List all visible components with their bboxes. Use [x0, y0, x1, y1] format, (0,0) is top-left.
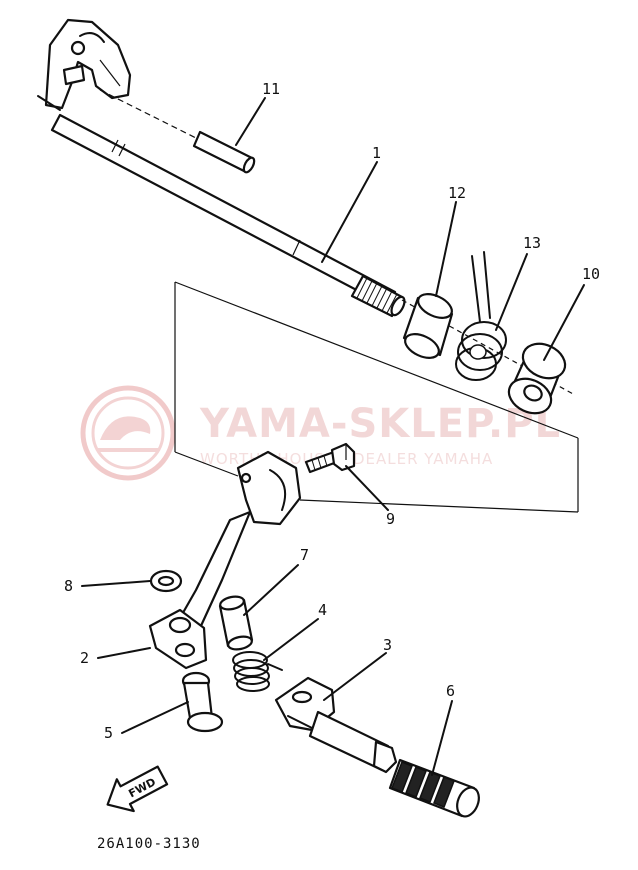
- shift-lever-part-3: [274, 676, 398, 774]
- spring-part-4: [232, 651, 283, 692]
- callout-3: 3: [383, 636, 392, 654]
- collar-part-12: [402, 293, 454, 359]
- watermark-logo-icon: [80, 385, 176, 481]
- oil-seal-part-10: [507, 342, 567, 415]
- callout-5: 5: [104, 724, 113, 742]
- washer-part-8: [149, 569, 183, 593]
- watermark-title: YAMA-SKLEP.PL: [199, 401, 561, 447]
- callout-7: 7: [300, 546, 309, 564]
- pin-part-11: [192, 130, 256, 174]
- callout-8: 8: [64, 577, 73, 595]
- callout-labels: 11 1 12 13 10 9 8 7 4 2 3 6 5: [64, 80, 600, 742]
- forward-direction-arrow-icon: FWD: [106, 765, 169, 813]
- assembly-guide-frame: [174, 281, 579, 513]
- callout-9: 9: [386, 510, 395, 528]
- rubber-grip-part-6: [388, 758, 480, 818]
- callout-1: 1: [372, 144, 381, 162]
- callout-10: 10: [582, 265, 600, 283]
- callout-6: 6: [446, 682, 455, 700]
- callout-12: 12: [448, 184, 466, 202]
- callout-11: 11: [262, 80, 280, 98]
- callout-13: 13: [523, 234, 541, 252]
- pivot-bolt-part-5: [181, 671, 224, 733]
- callout-2: 2: [80, 649, 89, 667]
- bolt-part-9: [304, 442, 356, 474]
- bush-part-7: [218, 595, 254, 651]
- diagram-code: 26A100-3130: [97, 836, 201, 852]
- leader-lines: [81, 97, 585, 776]
- shift-pedal-arm-part-2: [148, 450, 302, 670]
- shift-shaft: [37, 18, 406, 318]
- torsion-spring-part-13: [455, 251, 507, 381]
- callout-4: 4: [318, 601, 327, 619]
